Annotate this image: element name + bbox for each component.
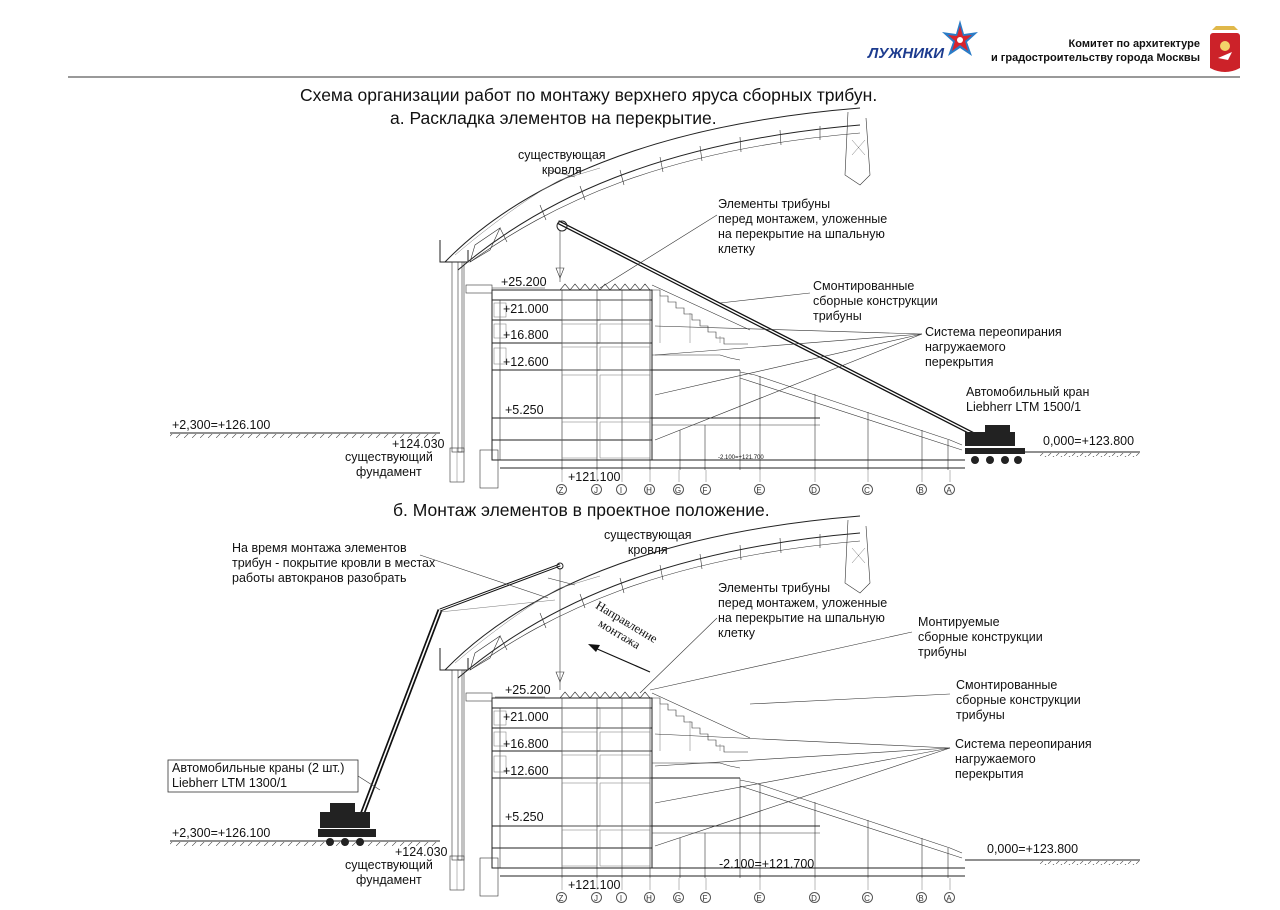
luzhniki-logo-text: ЛУЖНИКИ (868, 45, 945, 62)
axis-a-i: I (619, 486, 623, 495)
axis-a-h: H (646, 486, 652, 495)
b-level-12600: +12.600 (503, 764, 549, 778)
b-level-16800: +16.800 (503, 737, 549, 751)
axis-a-c: C (864, 486, 870, 495)
b-level-ground-left: +2,300=+126.100 (172, 826, 271, 840)
a-level-bottom: +121.100 (568, 470, 621, 484)
axis-b-g: G (674, 894, 682, 903)
a-level-21000: +21.000 (503, 302, 549, 316)
axis-b-j: J (594, 894, 598, 903)
a-elements-label: Элементы трибуны перед монтажем, уложенн… (718, 197, 888, 256)
axis-b-d: D (811, 894, 817, 903)
axis-a-j: J (594, 486, 598, 495)
a-mounted-label: Смонтированные сборные конструкции трибу… (813, 279, 938, 323)
b-level-5250: +5.250 (505, 810, 544, 824)
luzhniki-star-icon (942, 20, 978, 56)
a-level-ground-left: +2,300=+126.100 (172, 418, 271, 432)
b-level-25200: +25.200 (505, 683, 551, 697)
a-shoring-label: Система переопирания нагружаемого перекр… (925, 325, 1062, 369)
leaders-a (492, 169, 923, 441)
section-b-title: б. Монтаж элементов в проектное положени… (393, 500, 770, 520)
b-mounted-label: Смонтированные сборные конструкции трибу… (956, 678, 1081, 722)
a-roof-label: существующая кровля (518, 148, 606, 177)
axis-b-i: I (619, 894, 623, 903)
b-dismantle-label: На время монтажа элементов трибун - покр… (232, 541, 436, 585)
b-mounting-label: Монтируемые сборные конструкции трибуны (918, 615, 1043, 659)
committee-line1: Комитет по архитектуре (1068, 38, 1200, 50)
axis-a-z: Z (558, 486, 564, 495)
axis-b-f: F (702, 894, 708, 903)
b-roof-label: существующая кровля (604, 528, 692, 557)
axis-a-e: E (756, 486, 762, 495)
b-shoring-label: Система переопирания нагружаемого перекр… (955, 737, 1092, 781)
header-graphics (68, 20, 1240, 78)
b-cranes-label: Автомобильные краны (2 шт.) Liebherr LTM… (172, 761, 345, 790)
section-a-title: а. Раскладка элементов на перекрытие. (390, 108, 717, 128)
b-level-ground-right: 0,000=+123.800 (987, 842, 1079, 856)
moscow-crest-icon (1210, 26, 1240, 72)
main-title: Схема организации работ по монтажу верхн… (300, 85, 878, 105)
axis-b-b: B (918, 894, 924, 903)
b-level-bottom: +121.100 (568, 878, 621, 892)
axis-b-a: A (946, 894, 952, 903)
a-foundation-label: существующий фундамент (345, 450, 433, 479)
committee-line2: и градостроительству города Москвы (990, 52, 1200, 64)
a-level-foundation: +124.030 (392, 437, 445, 451)
a-crane-label: Автомобильный кран Liebherr LTM 1500/1 (966, 385, 1090, 414)
axis-b-h: H (646, 894, 652, 903)
axis-a-b: B (918, 486, 924, 495)
b-level-mid: -2.100=+121.700 (719, 857, 815, 871)
a-level-25200: +25.200 (501, 275, 547, 289)
a-level-ground-right: 0,000=+123.800 (1043, 434, 1135, 448)
section-a-drawing (169, 107, 1141, 489)
a-level-16800: +16.800 (503, 328, 549, 342)
axis-a-f: F (702, 486, 708, 495)
axis-b-e: E (756, 894, 762, 903)
b-level-21000: +21.000 (503, 710, 549, 724)
b-foundation-label: существующий фундамент (345, 858, 433, 887)
axis-a-d: D (811, 486, 817, 495)
a-level-small: -2.100=+121.700 (718, 455, 764, 461)
axis-b-z: Z (558, 894, 564, 903)
a-level-5250: +5.250 (505, 403, 544, 417)
axis-b-c: C (864, 894, 870, 903)
b-level-foundation: +124.030 (395, 845, 448, 859)
axis-a-g: G (674, 486, 682, 495)
cranes-b (167, 554, 951, 847)
a-level-12600: +12.600 (503, 355, 549, 369)
axis-a-a: A (946, 486, 952, 495)
b-elements-label: Элементы трибуны перед монтажем, уложенн… (718, 581, 888, 640)
crane-a (555, 220, 1025, 464)
